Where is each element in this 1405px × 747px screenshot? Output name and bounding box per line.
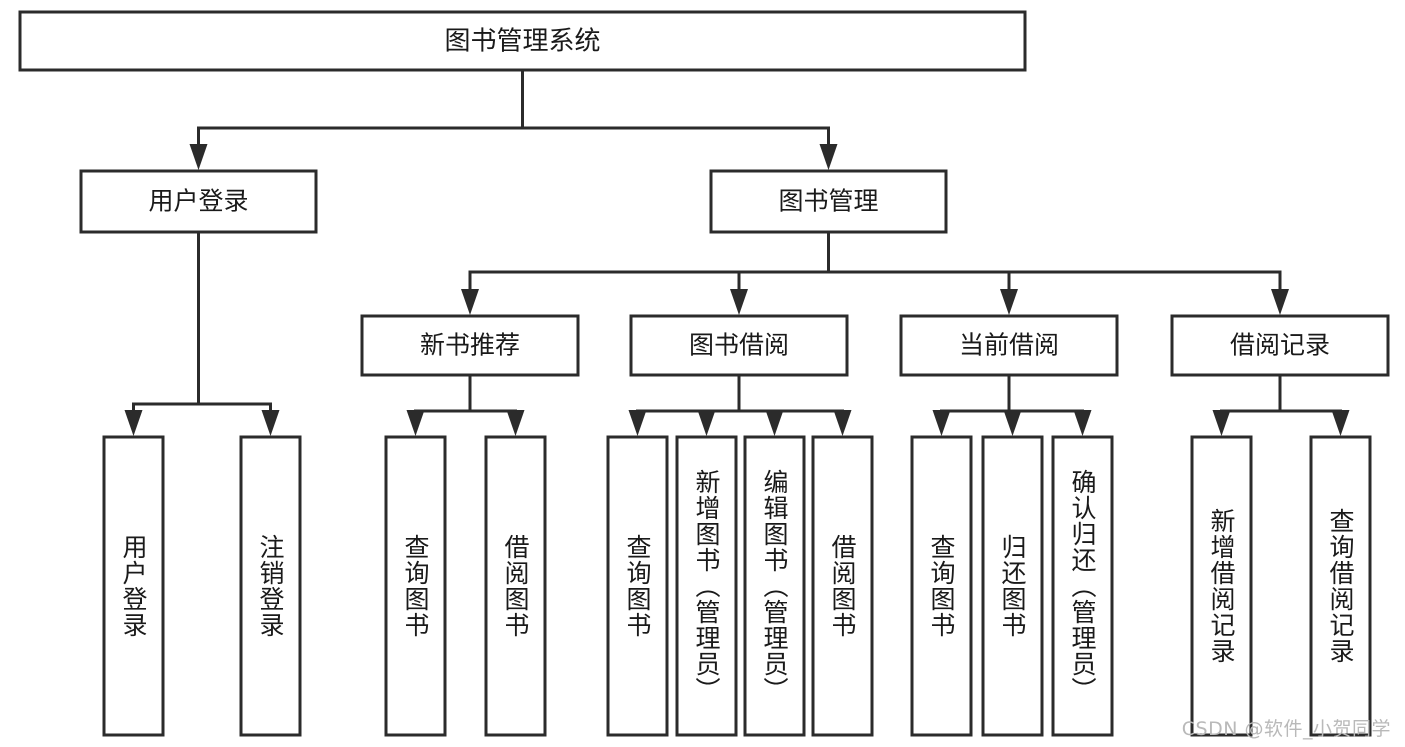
node-label: 当前借阅 [959, 331, 1059, 360]
node-leaf-edit-book[interactable] [743, 435, 806, 737]
arrow-head-icon [1212, 410, 1231, 436]
arrow-head-icon [765, 410, 784, 436]
arrow-head-icon [819, 144, 838, 170]
node-label: 新书推荐 [420, 331, 520, 360]
arrow-head-icon [261, 410, 280, 436]
node-leaf-borrow-book-2[interactable] [811, 435, 874, 737]
node-label: 图书管理 [778, 187, 878, 216]
node-leaf-query-book-2[interactable] [606, 435, 669, 737]
watermark-text: CSDN @软件_小贺同学 [1181, 718, 1391, 740]
connectors-layer [124, 68, 1350, 436]
node-leaf-add-book[interactable] [675, 435, 738, 737]
arrow-head-icon [189, 144, 208, 170]
node-label: 图书借阅 [689, 331, 789, 360]
node-leaf-user-login[interactable] [102, 435, 165, 737]
arrow-head-icon [697, 410, 716, 436]
node-label: 借阅记录 [1230, 331, 1330, 360]
node-new-book-recommend[interactable]: 新书推荐 [360, 314, 580, 377]
arrow-head-icon [1271, 289, 1289, 315]
arrow-head-icon [1000, 289, 1018, 315]
arrow-head-icon [833, 410, 852, 436]
node-leaf-query-book-3[interactable] [910, 435, 973, 737]
node-leaf-return-book[interactable] [981, 435, 1044, 737]
node-borrow-record[interactable]: 借阅记录 [1170, 314, 1390, 377]
node-leaf-logout-login[interactable] [239, 435, 302, 737]
arrow-head-icon [124, 410, 143, 436]
node-leaf-add-borrow-record[interactable] [1190, 435, 1253, 737]
node-book-borrow[interactable]: 图书借阅 [629, 314, 849, 377]
node-label: 图书管理系统 [444, 27, 600, 57]
arrow-head-icon [628, 410, 647, 436]
arrow-head-icon [730, 289, 748, 315]
arrow-head-icon [406, 410, 425, 436]
node-user-login[interactable]: 用户登录 [79, 169, 318, 234]
node-leaf-confirm-return[interactable] [1051, 435, 1114, 737]
node-label: 用户登录 [148, 187, 248, 216]
arrow-head-icon [506, 410, 525, 436]
node-root-system[interactable]: 图书管理系统 [18, 10, 1027, 72]
arrow-head-icon [1331, 410, 1350, 436]
arrow-head-icon [1073, 410, 1092, 436]
arrow-head-icon [1003, 410, 1022, 436]
arrow-head-icon [932, 410, 951, 436]
node-book-manage[interactable]: 图书管理 [709, 169, 948, 234]
node-leaf-query-borrow-record[interactable] [1309, 435, 1372, 737]
node-current-borrow[interactable]: 当前借阅 [899, 314, 1119, 377]
node-leaf-borrow-book-1[interactable] [484, 435, 547, 737]
arrow-head-icon [461, 289, 479, 315]
node-leaf-query-book-1[interactable] [384, 435, 447, 737]
